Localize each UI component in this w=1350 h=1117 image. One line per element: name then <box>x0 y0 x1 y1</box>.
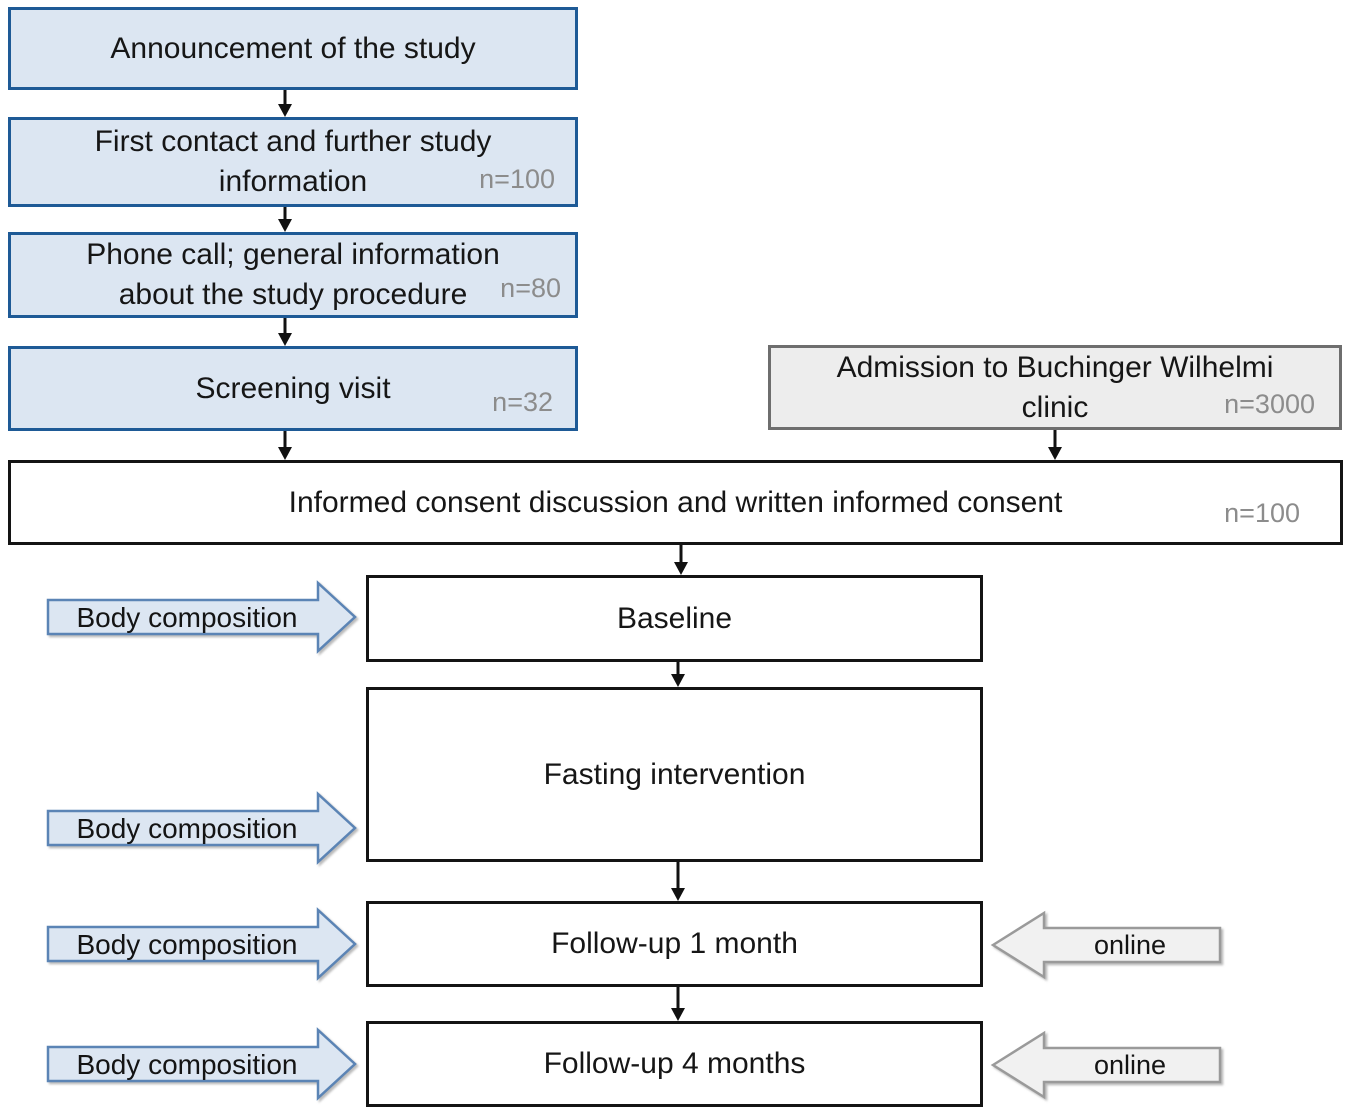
flow-box-admission-line2: clinic <box>1021 390 1089 424</box>
down-arrow-icon <box>671 987 685 1021</box>
flow-box-baseline: Baseline <box>366 575 983 662</box>
body-composition-arrow-icon: Body composition <box>46 580 357 654</box>
online-arrow-icon: online <box>990 910 1222 980</box>
flow-box-followup-1-month-label: Follow-up 1 month <box>551 927 798 961</box>
down-arrow-icon <box>278 207 292 232</box>
flow-box-fasting-intervention: Fasting intervention <box>366 687 983 862</box>
body-composition-arrow-icon: Body composition <box>46 1027 357 1101</box>
flow-box-followup-4-months: Follow-up 4 months <box>366 1021 983 1107</box>
sample-size-label: n=100 <box>1224 498 1300 528</box>
flow-box-informed-consent-label: Informed consent discussion and written … <box>288 485 1063 519</box>
body-composition-arrow-icon: Body composition <box>46 791 357 865</box>
flow-box-baseline-label: Baseline <box>616 601 733 635</box>
flow-box-fasting-intervention-label: Fasting intervention <box>543 757 806 791</box>
flow-box-phone-call-label: Phone call; general information about th… <box>86 235 500 314</box>
down-arrow-icon <box>674 545 688 575</box>
flow-box-admission-line1: Admission to Buchinger Wilhelmi <box>836 350 1274 384</box>
body-composition-label: Body composition <box>76 602 297 633</box>
down-arrow-icon <box>278 431 292 460</box>
body-composition-label: Body composition <box>76 813 297 844</box>
flow-box-first-contact-line2: information <box>218 165 368 198</box>
flow-box-phone-call: Phone call; general information about th… <box>8 232 578 318</box>
flow-box-announcement: Announcement of the study <box>8 7 578 90</box>
online-label: online <box>1094 1050 1166 1080</box>
flow-box-screening-visit-label: Screening visit <box>195 371 391 405</box>
flow-box-screening-visit: Screening visit n=32 <box>8 346 578 431</box>
flow-box-admission-clinic: Admission to Buchinger Wilhelmi clinic n… <box>768 345 1342 430</box>
flow-box-first-contact: First contact and further study informat… <box>8 117 578 207</box>
sample-size-label: n=80 <box>500 273 561 303</box>
sample-size-label: n=100 <box>479 164 555 194</box>
body-composition-label: Body composition <box>76 1049 297 1080</box>
down-arrow-icon <box>278 90 292 117</box>
flow-box-admission-clinic-label: Admission to Buchinger Wilhelmi clinic <box>837 348 1274 427</box>
body-composition-label: Body composition <box>76 929 297 960</box>
flow-box-first-contact-label: First contact and further study informat… <box>95 122 492 201</box>
body-composition-arrow-icon: Body composition <box>46 907 357 981</box>
flow-box-followup-4-months-label: Follow-up 4 months <box>543 1047 806 1081</box>
flow-box-announcement-label: Announcement of the study <box>110 31 476 65</box>
flow-box-informed-consent: Informed consent discussion and written … <box>8 460 1343 545</box>
online-label: online <box>1094 930 1166 960</box>
online-arrow-icon: online <box>990 1030 1222 1100</box>
down-arrow-icon <box>671 662 685 687</box>
flow-box-followup-1-month: Follow-up 1 month <box>366 901 983 987</box>
flow-box-first-contact-line1: First contact and further study <box>94 125 492 159</box>
sample-size-label: n=32 <box>492 387 553 417</box>
sample-size-label: n=3000 <box>1224 389 1315 419</box>
down-arrow-icon <box>671 862 685 901</box>
flow-box-phone-call-line1: Phone call; general information <box>86 238 500 272</box>
down-arrow-icon <box>278 318 292 346</box>
down-arrow-icon <box>1048 430 1062 460</box>
flow-box-phone-call-line2: about the study procedure <box>118 278 468 311</box>
